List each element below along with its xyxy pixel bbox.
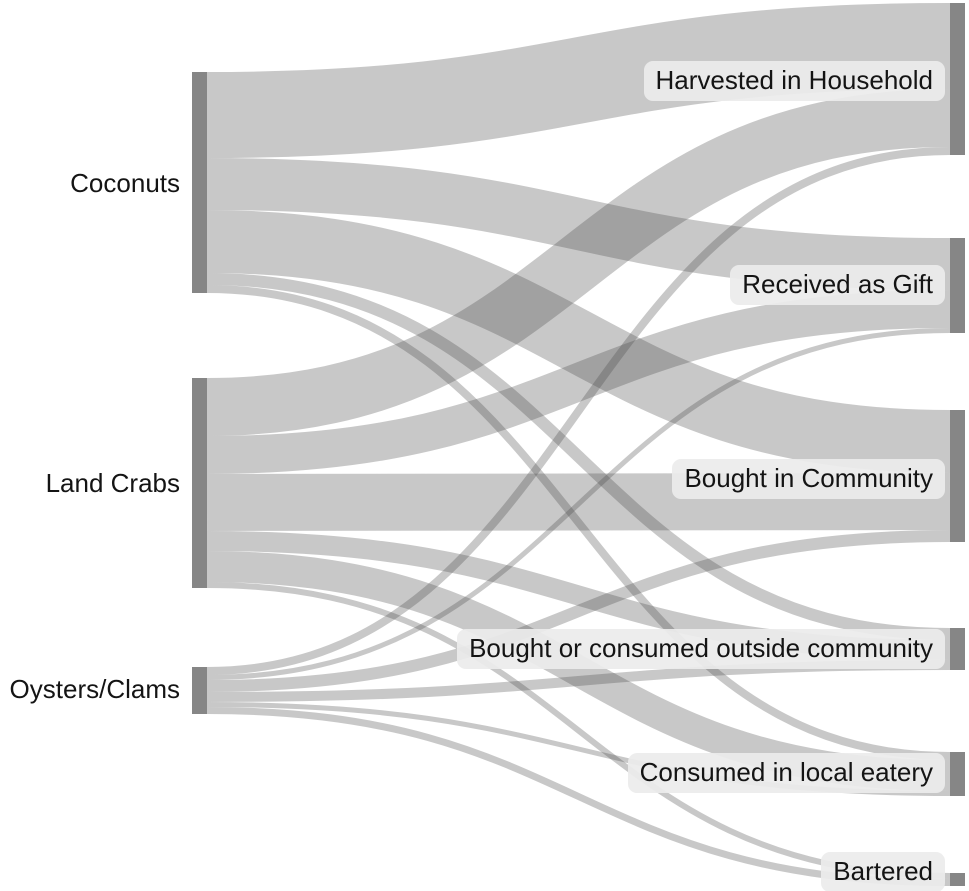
node-bar-harvested (950, 3, 965, 155)
target-label-bought-in-community: Bought in Community (672, 459, 945, 499)
flow-oysters-to-gift (206, 328, 951, 680)
node-bar-eatery (950, 752, 965, 796)
flow-land_crabs-to-bartered (206, 582, 951, 879)
node-bar-bought (950, 410, 965, 542)
flow-oysters-to-bought (206, 530, 951, 692)
source-label-coconuts: Coconuts (70, 168, 180, 199)
target-label-consumed-in-local-eatery: Consumed in local eatery (627, 753, 945, 793)
node-bar-outside (950, 628, 965, 670)
flow-coconuts-to-bought (206, 210, 951, 473)
node-bar-land_crabs (192, 378, 207, 588)
node-bar-oysters (192, 667, 207, 714)
target-label-bartered: Bartered (821, 852, 945, 891)
flow-land_crabs-to-harvested (206, 89, 951, 436)
flow-oysters-to-bartered (206, 707, 951, 886)
target-label-harvested-in-household: Harvested in Household (643, 61, 945, 101)
target-label-bought-outside-community: Bought or consumed outside community (457, 629, 945, 669)
source-label-land-crabs: Land Crabs (45, 468, 180, 499)
source-label-oysters-clams: Oysters/Clams (9, 674, 180, 705)
flow-coconuts-to-harvested (206, 3, 951, 158)
node-bar-bartered (950, 873, 965, 886)
flow-land_crabs-to-bought (206, 473, 951, 531)
flow-coconuts-to-outside (206, 273, 951, 640)
flow-coconuts-to-gift (206, 158, 951, 290)
node-bar-coconuts (192, 72, 207, 293)
node-bar-gift (950, 238, 965, 333)
flow-land_crabs-to-gift (206, 290, 951, 474)
flow-oysters-to-harvested (206, 147, 951, 675)
flow-coconuts-to-eatery (206, 285, 951, 760)
target-label-received-as-gift: Received as Gift (730, 265, 945, 305)
